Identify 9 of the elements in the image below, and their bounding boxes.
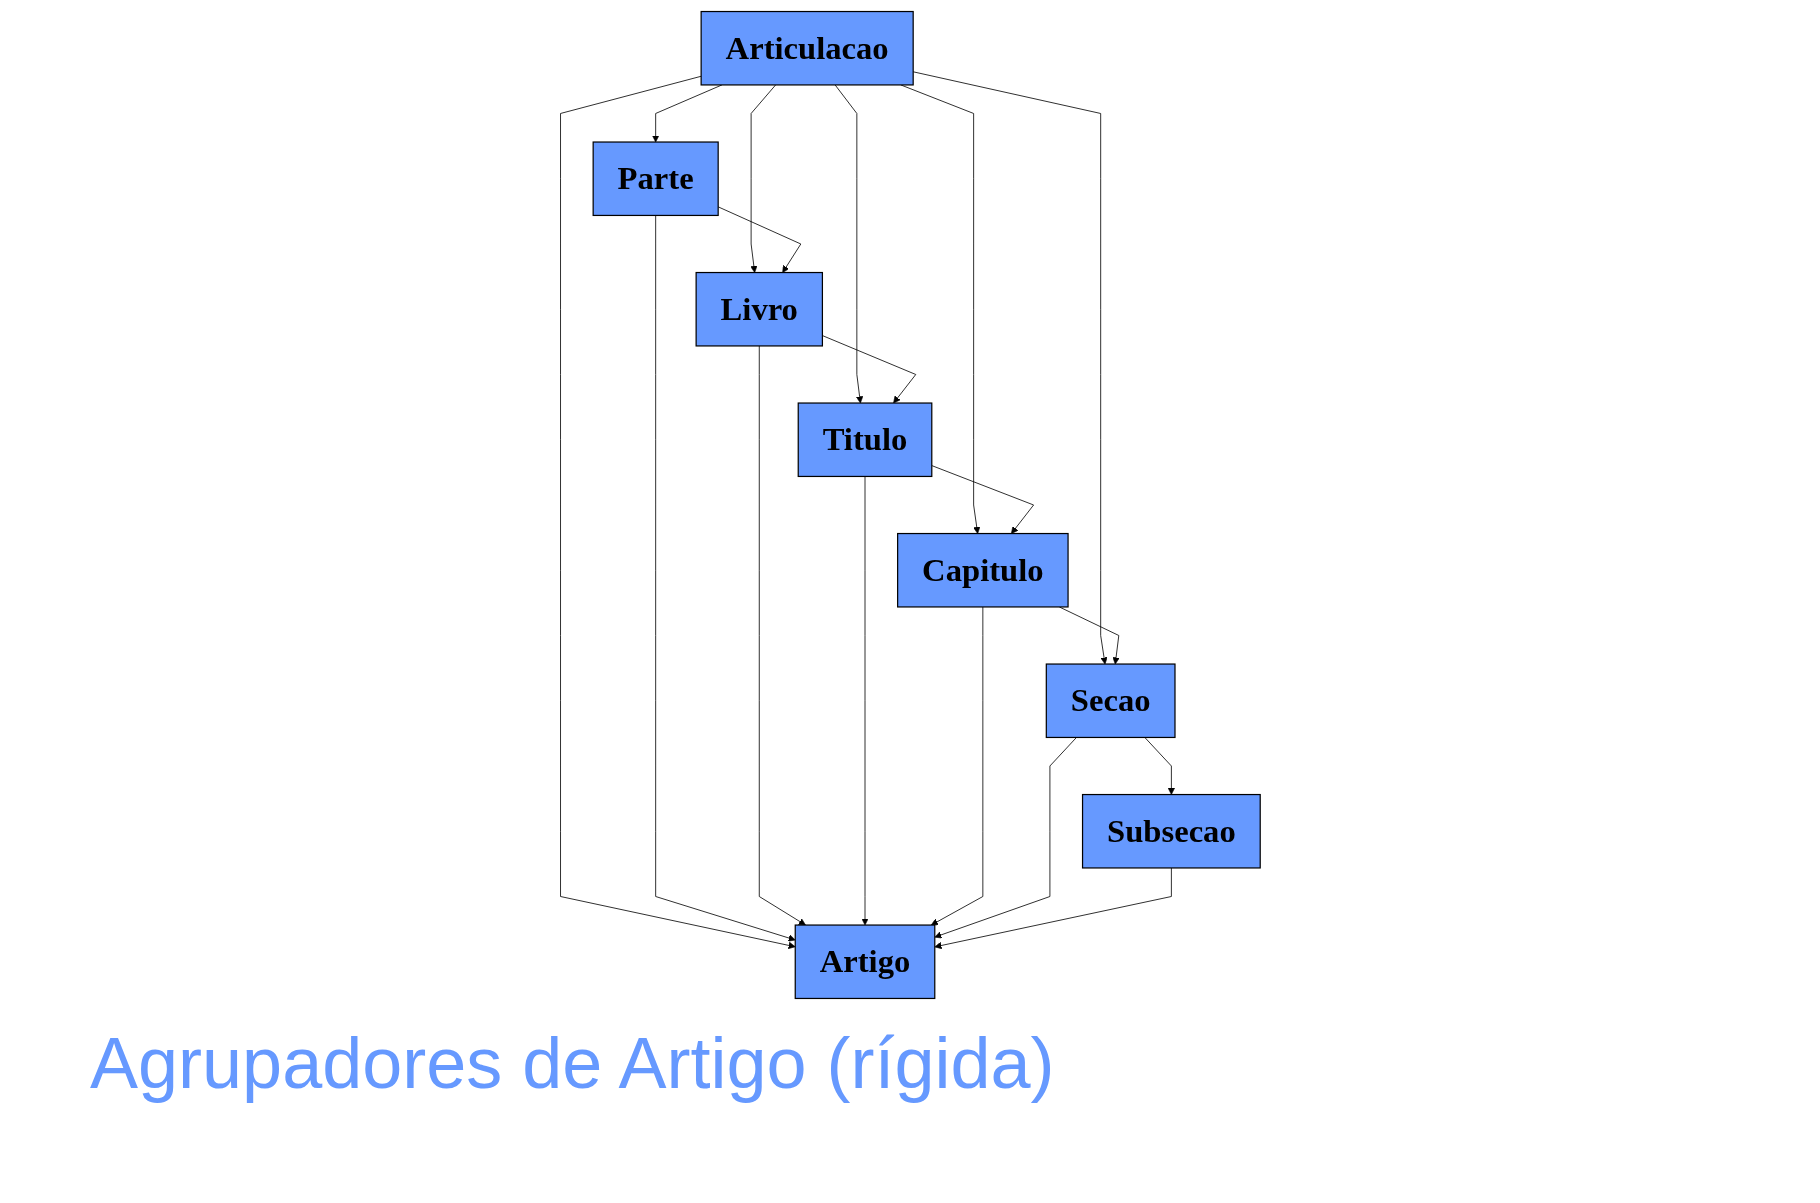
node-box: Subsecao — [1081, 793, 1261, 869]
node-box: Livro — [695, 271, 823, 347]
diagram-title: Agrupadores de Artigo (rígida) — [90, 1022, 1056, 1105]
node-box: Secao — [1045, 663, 1176, 739]
node-box: Artigo — [794, 924, 935, 1000]
node-box: Articulacao — [700, 10, 914, 86]
node-box: Titulo — [797, 402, 933, 478]
node-box: Parte — [592, 141, 719, 217]
node-box: Capitulo — [896, 532, 1069, 608]
